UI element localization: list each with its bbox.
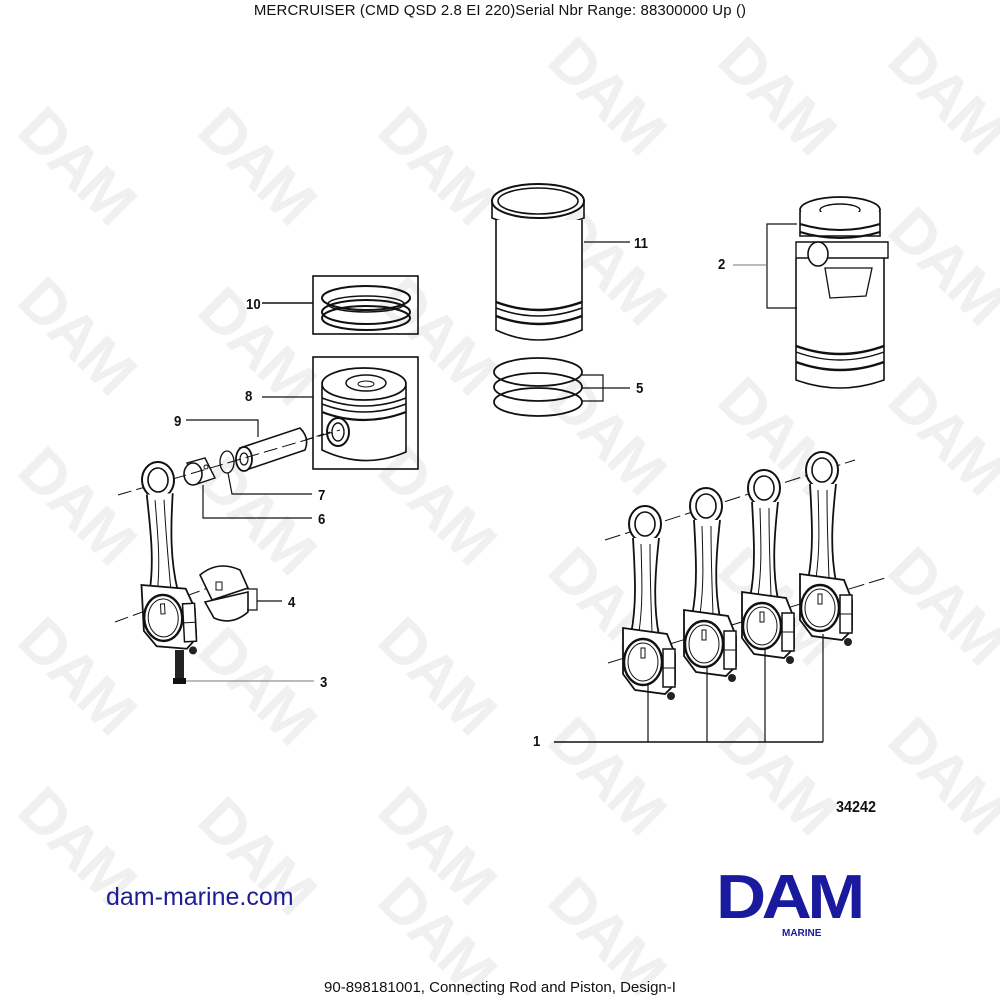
page-title: MERCRUISER (CMD QSD 2.8 EI 220)Serial Nb… [253,2,747,19]
logo-subtext: MARINE [782,928,822,939]
callout-7[interactable]: 7 [318,487,326,504]
callout-4[interactable]: 4 [288,594,296,611]
callout-6[interactable]: 6 [318,511,326,528]
piston-liner-kit-drawing [795,196,889,389]
dam-marine-logo: DAM MARINE [716,867,900,940]
connecting-rod-bolt-drawing [173,650,186,684]
figure-number: 34242 [836,799,877,816]
cylinder-liner-drawing [491,183,585,341]
website-link[interactable]: dam-marine.com [106,883,294,911]
callout-5[interactable]: 5 [636,380,644,397]
rod-bearing-shells-drawing [199,565,250,622]
callout-10[interactable]: 10 [246,296,261,313]
liner-o-rings-drawing [493,357,583,417]
diagram-caption: 90-898181001, Connecting Rod and Piston,… [324,979,676,996]
callout-11[interactable]: 11 [634,235,648,252]
logo-wordmark: DAM [716,863,865,932]
callout-9[interactable]: 9 [174,413,182,430]
callout-3[interactable]: 3 [320,674,328,691]
piston-ring-set-drawing [312,275,419,335]
piston-pin-drawing [235,427,331,472]
callout-8[interactable]: 8 [245,388,253,405]
piston-drawing [312,356,419,470]
callout-2[interactable]: 2 [718,256,726,273]
callout-1[interactable]: 1 [533,733,541,750]
